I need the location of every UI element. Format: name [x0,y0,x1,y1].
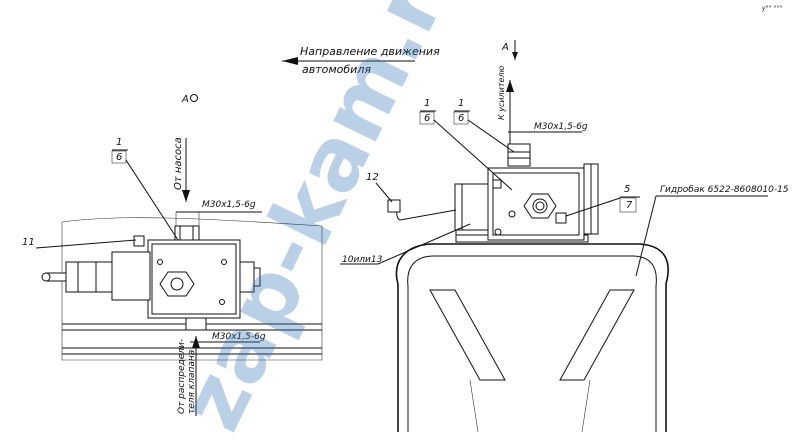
direction-arrow [282,57,415,65]
view-a-label: А [181,94,189,105]
corner-mark: y°° °°° [761,5,782,12]
booster-label: К усилителю [497,65,506,120]
view-a-arrow-icon [512,40,518,60]
thread-callout-bottom: М30х1,5-6g [212,332,266,342]
callout-6-right-b: 6 [458,113,464,124]
tank-label: Гидробак 6522-8608010-15 [660,185,789,195]
inlet-arrow [182,138,190,202]
left-view [41,217,323,361]
callout-11: 11 [22,237,35,248]
callout-6-left: 6 [116,152,122,163]
view-a-label-right: А [501,42,509,53]
callout-6-right-a: 6 [424,113,430,124]
thread-callout-top: М30х1,5-6g [202,200,256,210]
direction-label-line1: Направление движения [300,45,440,58]
callout-7: 7 [626,200,633,211]
callout-12: 12 [366,172,379,183]
inlet-label: От насоса [173,137,184,190]
callout-10-or-13: 10или13 [342,255,383,265]
direction-label-line2: автомобиля [302,63,371,76]
callout-1-left: 1 [116,137,122,148]
callout-5: 5 [624,184,630,195]
callout-1-right-a: 1 [424,98,430,109]
to-booster-arrow [506,80,514,144]
outlet-arrow [192,336,200,416]
outlet-label-line1: От распредели- [177,339,187,414]
callout-1-right-b: 1 [458,98,464,109]
right-view [387,143,669,433]
thread-callout-right: М30х1,5-6g [534,122,588,132]
watermark: zap-kam.ru [161,0,490,443]
view-a-circle-icon [190,94,198,102]
outlet-label-line2: теля клапана [187,350,197,414]
